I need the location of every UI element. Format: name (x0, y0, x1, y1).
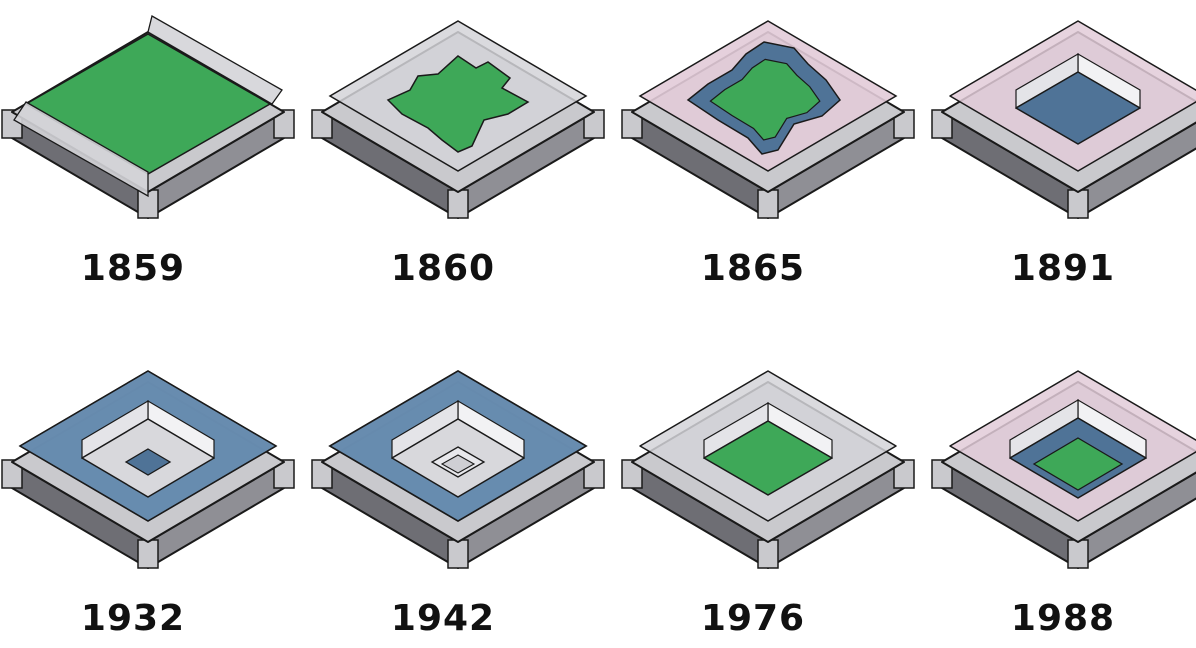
year-label-1860: 1860 (343, 248, 543, 289)
stage-model-1932 (2, 371, 294, 568)
base-corner-post (448, 190, 468, 218)
base-corner-post (758, 540, 778, 568)
base-corner-post (448, 540, 468, 568)
year-label-1988: 1988 (963, 598, 1163, 639)
base-corner-post (758, 190, 778, 218)
base-corner-post (138, 540, 158, 568)
stage-model-1942 (312, 371, 604, 568)
stage-model-1976 (622, 371, 914, 568)
year-label-1859: 1859 (33, 248, 233, 289)
year-label-1932: 1932 (33, 598, 233, 639)
year-label-1865: 1865 (653, 248, 853, 289)
base-corner-post (1068, 190, 1088, 218)
stage-model-1988 (932, 371, 1196, 568)
year-label-1891: 1891 (963, 248, 1163, 289)
year-label-1976: 1976 (653, 598, 853, 639)
base-corner-post (1068, 540, 1088, 568)
year-label-1942: 1942 (343, 598, 543, 639)
stage-model-1859 (2, 16, 294, 218)
stage-model-1891 (932, 21, 1196, 218)
stage-model-1865 (622, 21, 914, 218)
stage-model-1860 (312, 21, 604, 218)
